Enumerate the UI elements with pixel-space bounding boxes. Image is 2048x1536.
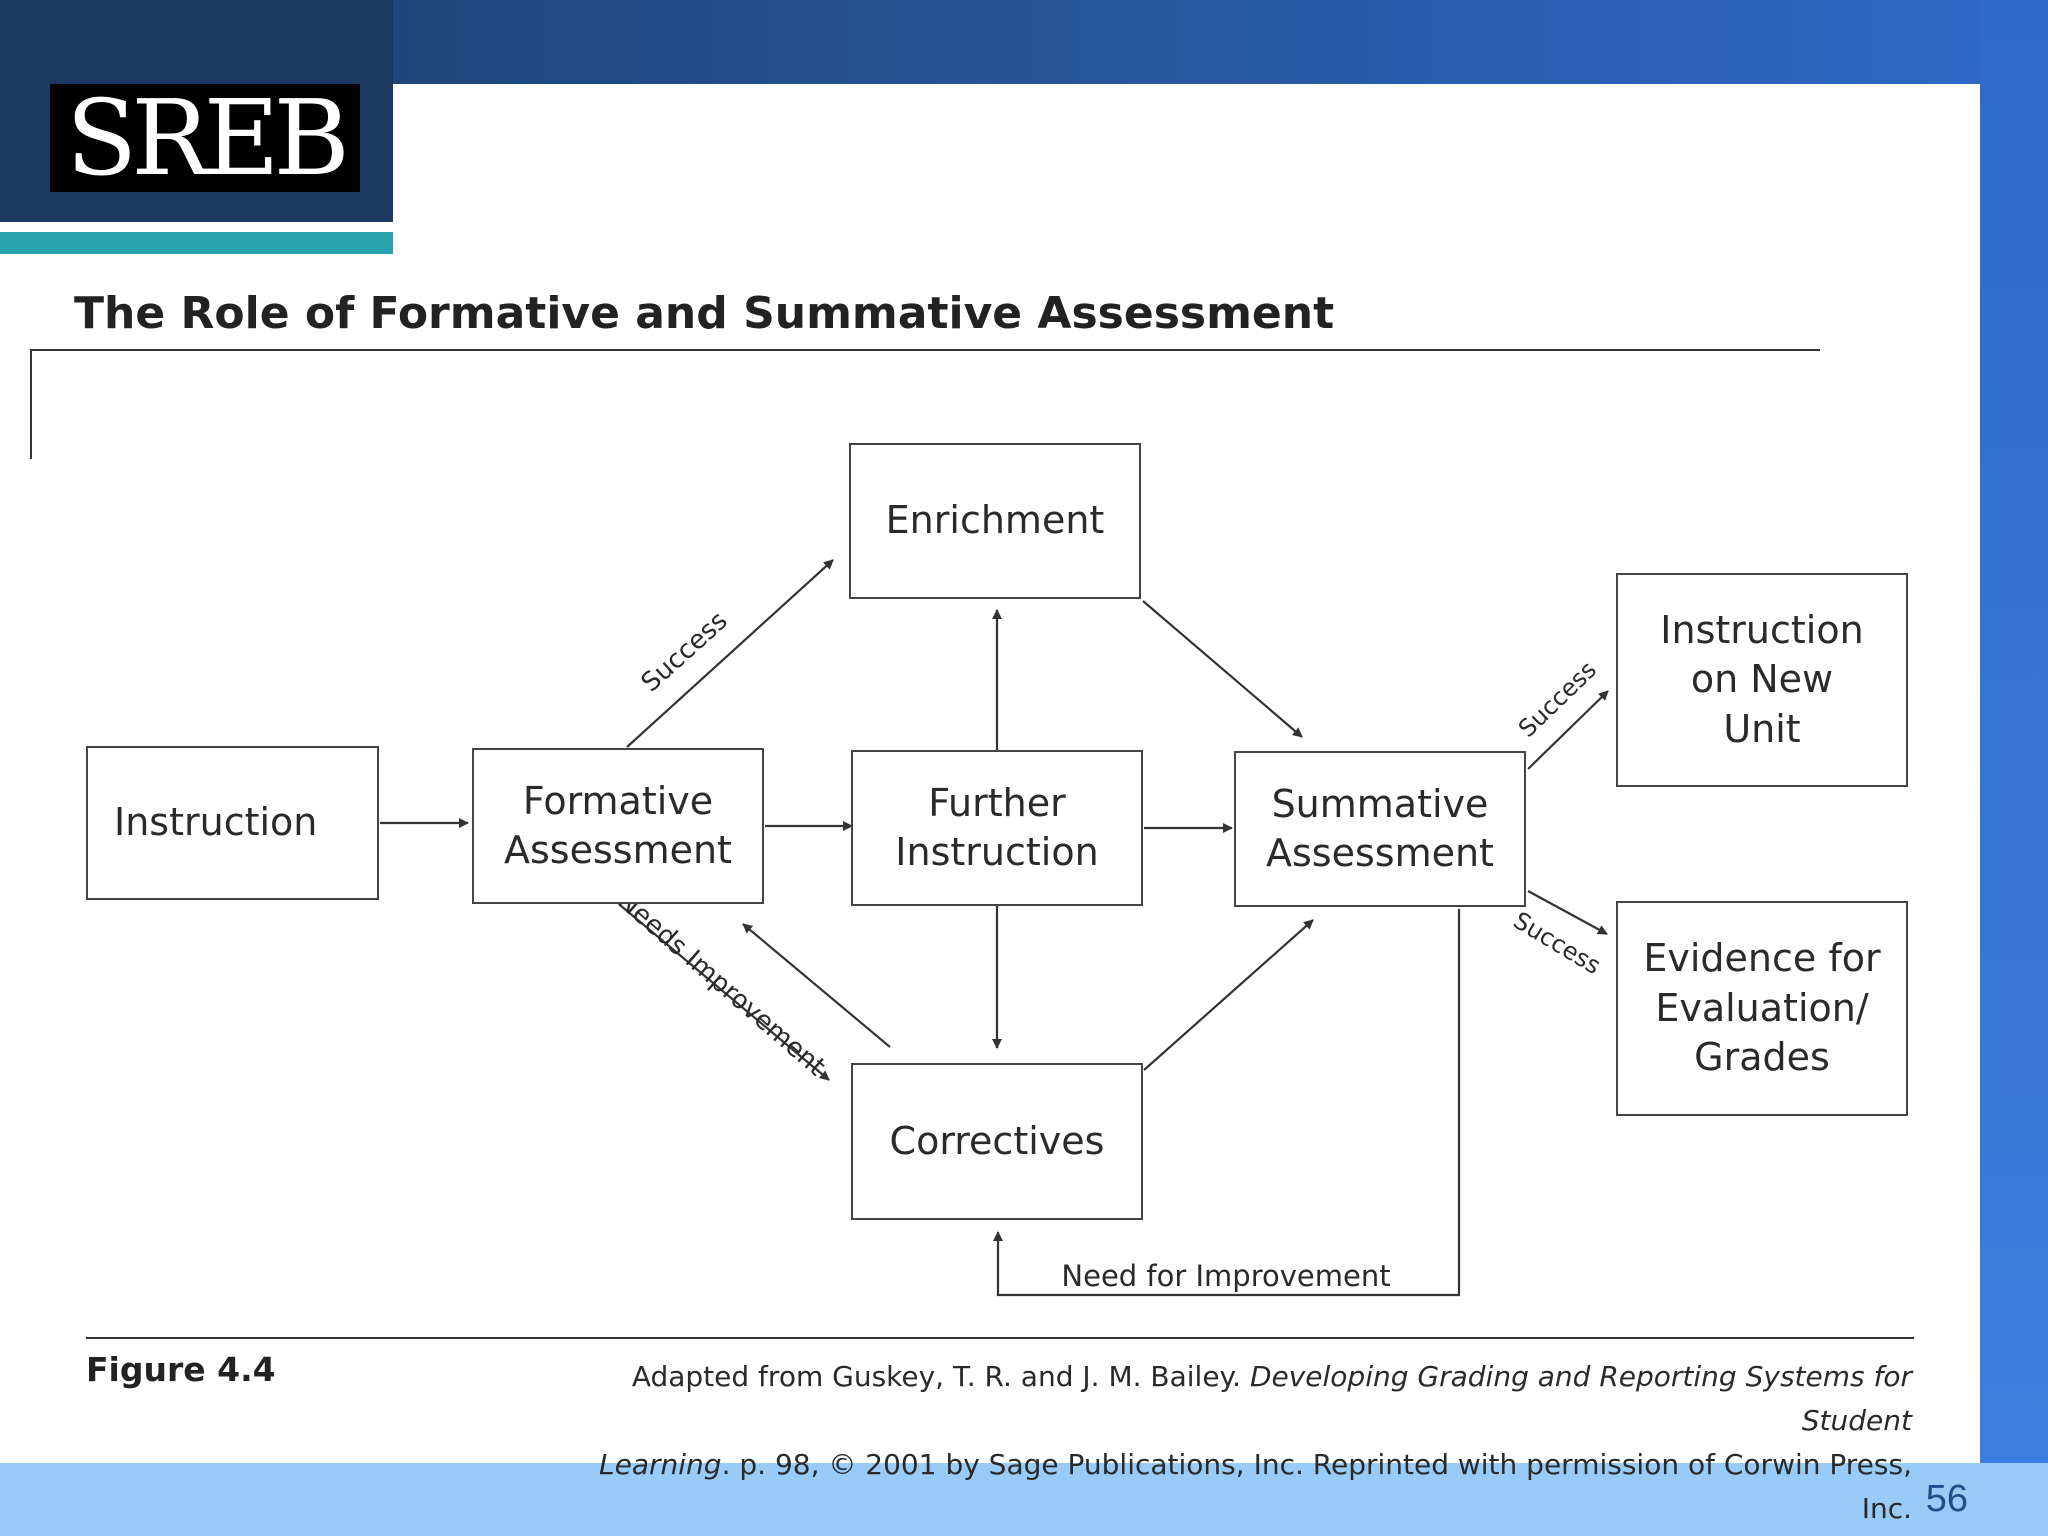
edge-label-need-for-improvement: Need for Improvement (1061, 1259, 1390, 1293)
node-formative-assessment: Formative Assessment (472, 748, 764, 904)
node-instruction-new-unit: Instruction on New Unit (1616, 573, 1908, 787)
node-further-instruction: Further Instruction (851, 750, 1143, 906)
sreb-logo: SREB (50, 84, 360, 192)
edge-label-needs-improvement: Needs Improvement (612, 886, 831, 1082)
edge-label-success-evidence: Success (1509, 906, 1606, 980)
figure-title: The Role of Formative and Summative Asse… (74, 288, 1335, 339)
node-instruction: Instruction (86, 746, 379, 900)
footer-band (0, 1463, 2048, 1536)
arrow-summative-to-evidence (1527, 890, 1608, 935)
arrow-correctives-to-formative (742, 923, 891, 1048)
caption-text-1: Adapted from Guskey, T. R. and J. M. Bai… (631, 1360, 1250, 1393)
logo-text: SREB (66, 77, 350, 199)
title-rule-tick (30, 349, 32, 459)
right-edge-band (1980, 0, 2048, 1500)
caption-book-title-1: Developing Grading and Reporting Systems… (1249, 1360, 1912, 1437)
title-rule (30, 349, 1820, 351)
figure-caption: Adapted from Guskey, T. R. and J. M. Bai… (540, 1355, 1912, 1531)
edge-label-success-enrichment: Success (636, 606, 734, 698)
node-summative-assessment: Summative Assessment (1234, 751, 1526, 907)
caption-text-2: . p. 98, © 2001 by Sage Publications, In… (721, 1448, 1912, 1525)
arrow-summative-to-new-unit (1527, 690, 1609, 770)
arrow-enrichment-to-summative (1142, 600, 1303, 738)
node-correctives: Correctives (851, 1063, 1143, 1220)
arrow-correctives-to-summative (1143, 919, 1314, 1071)
arrow-formative-to-enrichment (626, 559, 834, 748)
figure-number: Figure 4.4 (86, 1350, 276, 1389)
arrow-formative-to-correctives (619, 904, 830, 1081)
node-enrichment: Enrichment (849, 443, 1141, 599)
arrow-summative-to-correctives-loop (993, 909, 1461, 1297)
edge-label-success-new-unit: Success (1513, 656, 1602, 743)
caption-book-title-2: Learning (599, 1448, 722, 1481)
logo-accent-bar (0, 232, 393, 254)
page-number: 56 (1925, 1478, 1968, 1520)
caption-rule (86, 1337, 1914, 1339)
node-evidence-grades: Evidence for Evaluation/ Grades (1616, 901, 1908, 1116)
